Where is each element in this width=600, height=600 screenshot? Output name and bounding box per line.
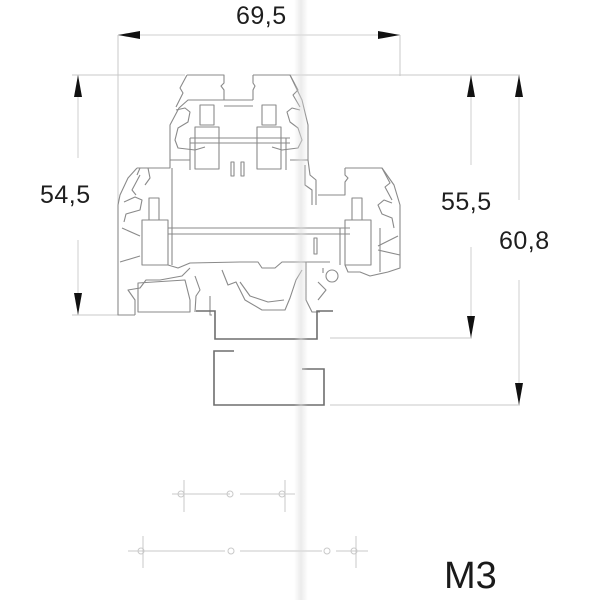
scan-shadow-strip: [294, 0, 308, 600]
dimension-width-label: 69,5: [236, 2, 287, 30]
hole-pattern: [128, 480, 368, 568]
dimension-height-left-label: 54,5: [40, 181, 91, 209]
dimension-height-left: [72, 74, 185, 316]
dimension-height-inner-label: 55,5: [441, 188, 492, 216]
model-label: M3: [444, 555, 497, 597]
din-rail: [196, 310, 333, 406]
dimension-height-outer-label: 60,8: [499, 227, 550, 255]
terminal-block-body: [117, 74, 401, 316]
dimension-height-right: [290, 74, 523, 406]
